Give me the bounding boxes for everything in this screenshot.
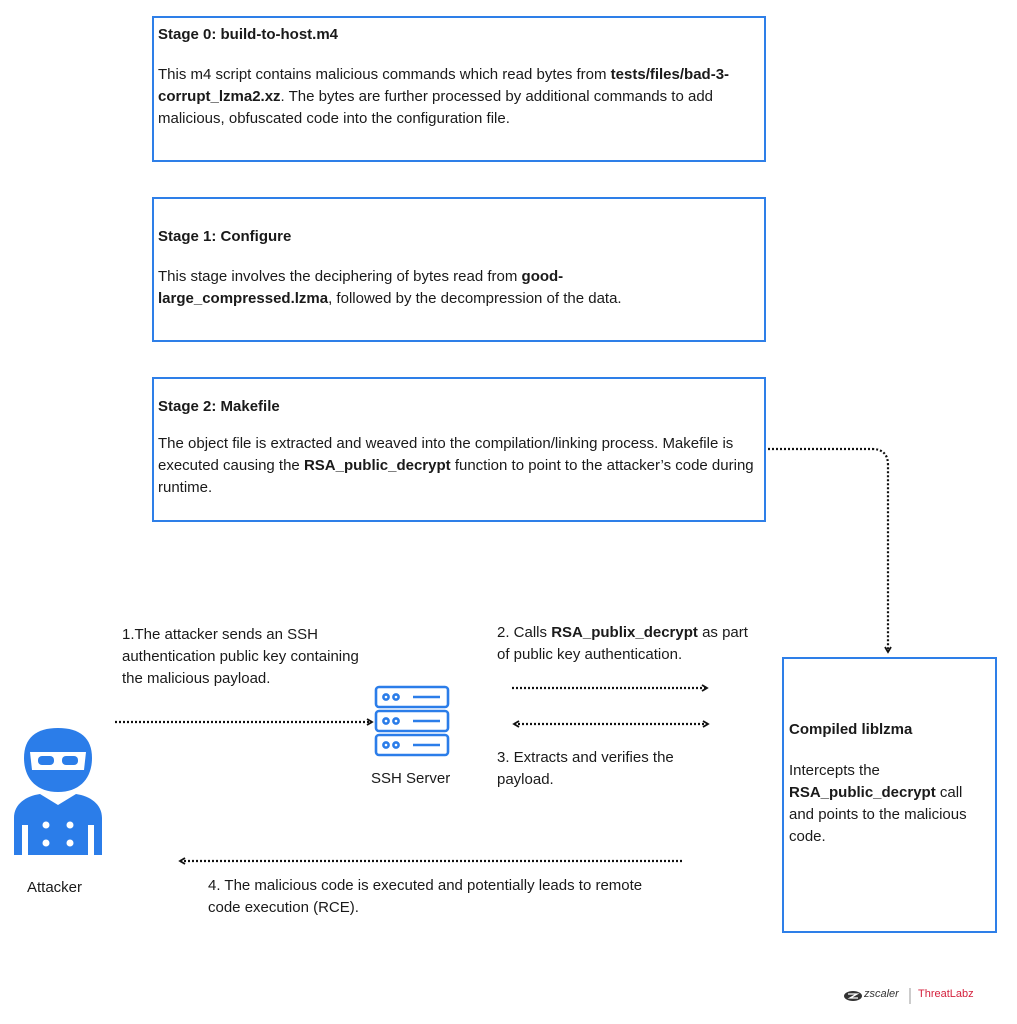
bold-term: tests/files/bad-3-corrupt_lzma2.xz <box>158 66 730 105</box>
stage-1-title: Stage 1: Configure <box>158 228 292 245</box>
step-2-text: 2. Calls RSA_publix_decrypt as part of p… <box>497 622 762 666</box>
text-run: , followed by the decompression of the d… <box>328 290 622 307</box>
brand-company: zscaler <box>864 988 899 1000</box>
stage-2-box: Stage 2: Makefile The object file is ext… <box>152 377 766 522</box>
text-run: This stage involves the deciphering of b… <box>158 268 522 285</box>
stage-0-box: Stage 0: build-to-host.m4 This m4 script… <box>152 16 766 162</box>
step-3-text: 3. Extracts and verifies the payload. <box>497 749 674 788</box>
stage-0-title: Stage 0: build-to-host.m4 <box>158 26 338 43</box>
text-run: function to point to the attacker’s code… <box>158 457 754 496</box>
bold-term: RSA_publix_decrypt <box>551 624 698 641</box>
stage2-to-liblzma-arrow <box>768 447 892 654</box>
hacker-icon <box>14 728 102 855</box>
liblzma-title: Compiled liblzma <box>789 721 913 738</box>
stage-0-description: This m4 script contains malicious comman… <box>158 64 754 130</box>
bold-term: RSA_public_decrypt <box>789 784 936 801</box>
bold-term: good-large_compressed.lzma <box>158 268 564 307</box>
stage-2-description: The object file is extracted and weaved … <box>158 433 758 499</box>
liblzma-description: Intercepts the RSA_public_decrypt call a… <box>789 760 987 848</box>
server-icon <box>374 685 450 757</box>
text-run: Intercepts the <box>789 762 880 779</box>
liblzma-box: Compiled liblzma Intercepts the RSA_publ… <box>782 657 997 933</box>
text-run: as part of public key authentication. <box>497 624 748 663</box>
stage-1-box: Stage 1: Configure This stage involves t… <box>152 197 766 342</box>
text-run: 2. Calls <box>497 624 552 641</box>
text-run: This m4 script contains malicious comman… <box>158 66 611 83</box>
text-run: The object file is extracted and weaved … <box>158 435 734 474</box>
attacker-label: Attacker <box>27 879 83 896</box>
text-run: call and points to the malicious code. <box>789 784 967 845</box>
ssh-server-label: SSH Server <box>371 770 451 787</box>
stage-2-title: Stage 2: Makefile <box>158 398 280 415</box>
zscaler-logo-mark <box>844 991 862 1001</box>
stage-1-description: This stage involves the deciphering of b… <box>158 266 754 310</box>
step-4-text: 4. The malicious code is executed and po… <box>208 877 643 916</box>
brand-product: ThreatLabz <box>918 988 974 1000</box>
step-1-text: 1.The attacker sends an SSH authenticati… <box>122 626 359 687</box>
text-run: . The bytes are further processed by add… <box>158 88 714 127</box>
bold-term: RSA_public_decrypt <box>303 457 451 474</box>
